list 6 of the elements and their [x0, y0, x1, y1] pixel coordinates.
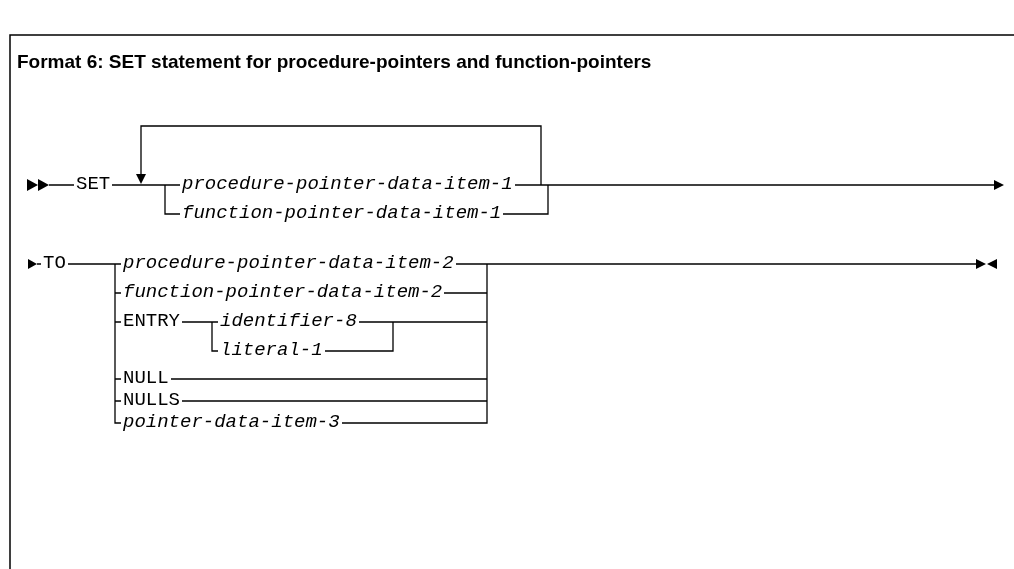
- syntax-variable: pointer-data-item-3: [121, 411, 342, 433]
- syntax-variable: function-pointer-data-item-1: [180, 202, 504, 224]
- diagram-title: Format 6: SET statement for procedure-pointers and function-pointers: [17, 50, 652, 74]
- syntax-variable: function-pointer-data-item-2: [121, 281, 445, 303]
- syntax-variable: procedure-pointer-data-item-1: [180, 173, 515, 195]
- syntax-variable: procedure-pointer-data-item-2: [121, 252, 456, 274]
